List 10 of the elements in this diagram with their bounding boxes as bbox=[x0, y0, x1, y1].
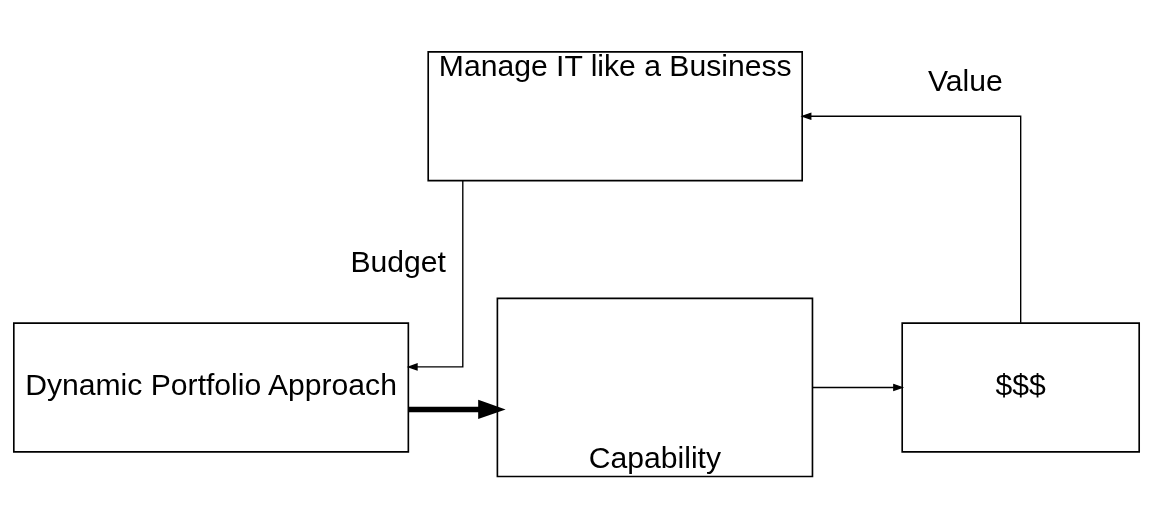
arrow bbox=[812, 383, 905, 391]
node-box: Manage IT like a Business bbox=[427, 50, 803, 181]
node-box: Dynamic Portfolio Approach bbox=[13, 321, 410, 453]
arrow bbox=[406, 179, 464, 371]
arrow bbox=[800, 111, 1022, 324]
node-box: Capability bbox=[496, 297, 814, 477]
edge-label: Value bbox=[927, 63, 1003, 97]
edge-label: Budget bbox=[350, 244, 446, 278]
arrow bbox=[409, 399, 506, 419]
node-box: $$$ bbox=[901, 321, 1140, 453]
